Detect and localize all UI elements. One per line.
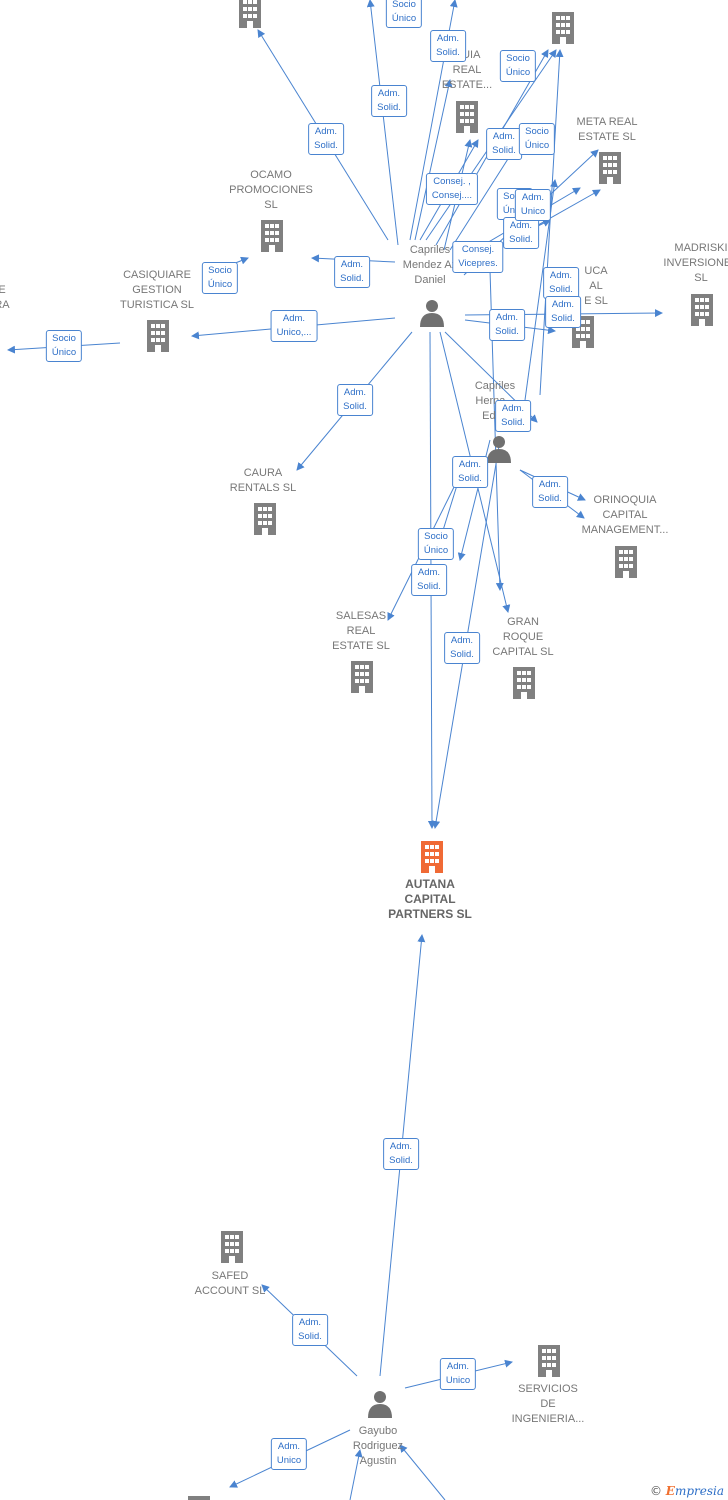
company-building-icon[interactable] bbox=[615, 546, 637, 578]
relationship-role-label: Adm. Solid. bbox=[292, 1314, 328, 1346]
person-icon[interactable] bbox=[420, 300, 444, 327]
relationship-role-label: Adm. Solid. bbox=[486, 128, 522, 160]
relationship-role-label: Adm. Unico bbox=[439, 1358, 477, 1390]
company-building-icon[interactable] bbox=[221, 1231, 243, 1263]
relationship-role-label: Adm. Solid. bbox=[495, 400, 531, 432]
node-label-left-edge[interactable]: E RA bbox=[0, 284, 10, 311]
node-label-casiquiare[interactable]: CASIQUIARE GESTION TURISTICA SL bbox=[120, 269, 194, 311]
company-building-icon[interactable] bbox=[599, 152, 621, 184]
relationship-role-label: Adm. Solid. bbox=[532, 476, 568, 508]
relationship-role-label: Socio Único bbox=[201, 262, 239, 294]
relationship-role-label: Adm. Solid. bbox=[411, 564, 447, 596]
relationship-role-label: Adm. Unico bbox=[270, 1438, 308, 1470]
node-label-orinoquia[interactable]: ORINOQUIA CAPITAL MANAGEMENT... bbox=[581, 494, 669, 536]
relationship-role-label: Adm. Solid. bbox=[337, 384, 373, 416]
relationship-role-label: Consej. Vicepres. bbox=[452, 241, 504, 273]
node-label-servicios[interactable]: SERVICIOS DE INGENIERIA... bbox=[511, 1383, 585, 1425]
company-building-icon[interactable] bbox=[538, 1345, 560, 1377]
relationship-role-label: Adm. Solid. bbox=[383, 1138, 419, 1170]
company-building-icon[interactable] bbox=[147, 320, 169, 352]
relationship-role-label: Adm. Solid. bbox=[489, 309, 525, 341]
relationship-edge bbox=[399, 1444, 446, 1500]
relationship-role-label: Adm. Solid. bbox=[334, 256, 370, 288]
company-building-icon[interactable] bbox=[351, 661, 373, 693]
company-building-icon[interactable] bbox=[691, 294, 713, 326]
node-label-uca[interactable]: UCA AL E SL bbox=[584, 265, 608, 307]
node-label-ocamo[interactable]: OCAMO PROMOCIONES SL bbox=[229, 169, 313, 211]
node-label-andalucia[interactable]: ...ANDALUCIA SL bbox=[505, 0, 615, 1]
relationship-role-label: Socio Único bbox=[499, 50, 537, 82]
company-building-icon[interactable] bbox=[254, 503, 276, 535]
relationship-role-label: Adm. Solid. bbox=[308, 123, 344, 155]
person-icon[interactable] bbox=[487, 436, 511, 463]
company-building-icon[interactable] bbox=[552, 12, 574, 44]
person-icon[interactable] bbox=[368, 1391, 392, 1418]
main-company-building-icon[interactable] bbox=[421, 841, 443, 873]
relationship-edge bbox=[349, 1449, 363, 1500]
relationship-role-label: Socio Único bbox=[417, 528, 455, 560]
node-label-meta-real[interactable]: META REAL ESTATE SL bbox=[576, 116, 638, 143]
relationship-role-label: Socio Único bbox=[45, 330, 83, 362]
relationship-role-label: Adm. Unico bbox=[514, 189, 552, 221]
relationship-role-label: Adm. Solid. bbox=[545, 296, 581, 328]
node-label-gran-roque[interactable]: GRAN ROQUE CAPITAL SL bbox=[492, 616, 554, 658]
relationship-role-label: Consej. , Consej.... bbox=[425, 173, 479, 205]
relationship-role-label: Socio Único bbox=[385, 0, 423, 28]
company-building-icon[interactable] bbox=[513, 667, 535, 699]
node-label-caura[interactable]: CAURA RENTALS SL bbox=[229, 467, 297, 494]
company-building-icon[interactable] bbox=[456, 101, 478, 133]
relationship-role-label: Socio Único bbox=[518, 123, 556, 155]
relationship-role-label: Adm. Solid. bbox=[430, 30, 466, 62]
node-label-gayubo[interactable]: Gayubo Rodriguez Agustin bbox=[352, 1425, 404, 1467]
company-building-icon[interactable] bbox=[261, 220, 283, 252]
relationship-role-label: Adm. Solid. bbox=[452, 456, 488, 488]
node-label-safed[interactable]: SAFED ACCOUNT SL bbox=[194, 1270, 266, 1297]
relationship-role-label: Adm. Solid. bbox=[543, 267, 579, 299]
relationship-role-label: Adm. Unico,... bbox=[270, 310, 318, 342]
node-label-salesas[interactable]: SALESAS REAL ESTATE SL bbox=[332, 610, 390, 652]
node-label-autana[interactable]: AUTANA CAPITAL PARTNERS SL bbox=[388, 877, 472, 921]
relationship-role-label: Adm. Solid. bbox=[503, 217, 539, 249]
relationship-role-label: Adm. Solid. bbox=[371, 85, 407, 117]
relationship-edge bbox=[414, 79, 453, 241]
relationship-edge bbox=[366, 0, 399, 246]
empresia-watermark: © Empresia bbox=[649, 1484, 724, 1498]
company-building-icon[interactable] bbox=[188, 1496, 210, 1500]
company-building-icon[interactable] bbox=[239, 0, 261, 28]
relationship-role-label: Adm. Solid. bbox=[444, 632, 480, 664]
